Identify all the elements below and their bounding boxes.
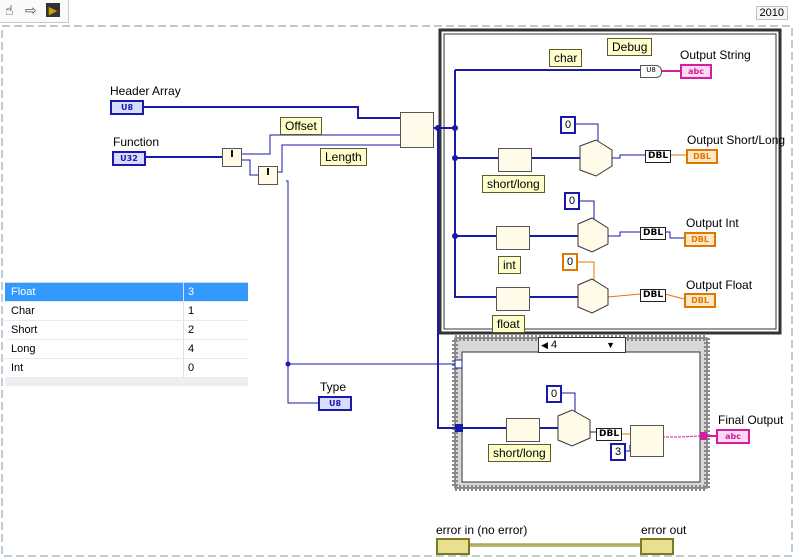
type-value-cell: 4 — [188, 343, 195, 355]
type-name-cell: Int — [5, 359, 184, 377]
table-row[interactable]: Long 4 — [5, 340, 248, 359]
short-long-label-2: short/long — [488, 444, 551, 462]
output-int-indicator[interactable]: DBL — [684, 232, 716, 247]
function-label: Function — [113, 135, 160, 149]
output-int-label: Output Int — [686, 216, 739, 230]
type-value-cell: 1 — [188, 305, 195, 317]
split-number-node-2[interactable]: I — [258, 166, 278, 185]
type-name-cell: Float — [5, 283, 184, 301]
table-scroll-gap — [5, 378, 248, 386]
to-dbl-node-1[interactable]: DBL — [645, 150, 672, 163]
output-short-long-indicator[interactable]: DBL — [686, 149, 718, 164]
type-name-cell: Char — [5, 302, 184, 320]
highlight-execution-icon[interactable]: ▶ — [46, 3, 60, 17]
hand-icon[interactable]: ☝ — [5, 3, 14, 19]
function-terminal[interactable]: U32 — [112, 151, 146, 166]
error-in-terminal[interactable] — [436, 538, 470, 555]
arrow-icon[interactable]: ⇨ — [25, 3, 37, 19]
typecast-short-long-node[interactable] — [498, 148, 532, 172]
table-row[interactable]: Float 3 — [5, 283, 248, 302]
table-row[interactable]: Short 2 — [5, 321, 248, 340]
zero-constant-3[interactable]: 0 — [562, 253, 578, 271]
table-row[interactable]: Char 1 — [5, 302, 248, 321]
typecast-int-node[interactable] — [496, 226, 530, 250]
final-output-label: Final Output — [718, 413, 784, 427]
header-array-terminal[interactable]: U8 — [110, 100, 144, 115]
toolbar: ☝ ⇨ ▶ 2010 — [0, 0, 794, 24]
final-output-indicator[interactable]: abc — [716, 429, 750, 444]
typecast-float-node[interactable] — [496, 287, 530, 311]
case-selector[interactable]: ◀ 4 ▼ — [538, 337, 626, 353]
zero-constant-2[interactable]: 0 — [564, 192, 580, 210]
split-number-node-1[interactable]: I — [222, 148, 242, 167]
header-array-label: Header Array — [110, 84, 181, 98]
error-in-label: error in (no error) — [436, 523, 528, 537]
short-long-label-1: short/long — [482, 175, 545, 193]
to-dbl-node-3[interactable]: DBL — [640, 289, 667, 302]
case-selector-value: 4 — [551, 339, 558, 351]
char-label: char — [549, 49, 583, 67]
float-label: float — [492, 315, 525, 333]
type-label: Type — [320, 380, 347, 394]
number-to-fractional-string-node[interactable] — [630, 425, 664, 457]
output-float-indicator[interactable]: DBL — [684, 293, 716, 308]
output-short-long-label: Output Short/Long — [687, 133, 786, 147]
array-subset-node[interactable] — [400, 112, 434, 148]
offset-label: Offset — [280, 117, 322, 135]
type-value-cell: 3 — [188, 286, 195, 298]
to-dbl-node-4[interactable]: DBL — [596, 428, 623, 441]
zero-constant-1[interactable]: 0 — [560, 116, 576, 134]
zero-constant-4[interactable]: 0 — [546, 385, 562, 403]
int-label: int — [498, 256, 521, 274]
error-out-label: error out — [641, 523, 687, 537]
type-value-cell: 0 — [188, 362, 195, 374]
type-name-cell: Short — [5, 321, 184, 339]
output-string-indicator[interactable]: abc — [680, 64, 712, 79]
type-terminal[interactable]: U8 — [318, 396, 352, 411]
byte-to-string-node[interactable]: U8 — [640, 65, 662, 78]
output-string-label: Output String — [680, 48, 751, 62]
type-name-cell: Long — [5, 340, 184, 358]
length-label: Length — [320, 148, 367, 166]
type-table[interactable]: Float 3 Char 1 Short 2 Long 4 Int 0 — [5, 282, 248, 386]
table-row[interactable]: Int 0 — [5, 359, 248, 378]
output-float-label: Output Float — [686, 278, 753, 292]
typecast-case-node[interactable] — [506, 418, 540, 442]
type-value-cell: 2 — [188, 324, 195, 336]
to-dbl-node-2[interactable]: DBL — [640, 227, 667, 240]
version-badge: 2010 — [755, 6, 788, 20]
case-prev-icon[interactable]: ◀ — [541, 340, 548, 350]
case-dropdown-icon[interactable]: ▼ — [606, 340, 615, 350]
precision-constant[interactable]: 3 — [610, 443, 626, 461]
error-out-terminal[interactable] — [640, 538, 674, 555]
debug-label: Debug — [607, 38, 653, 56]
